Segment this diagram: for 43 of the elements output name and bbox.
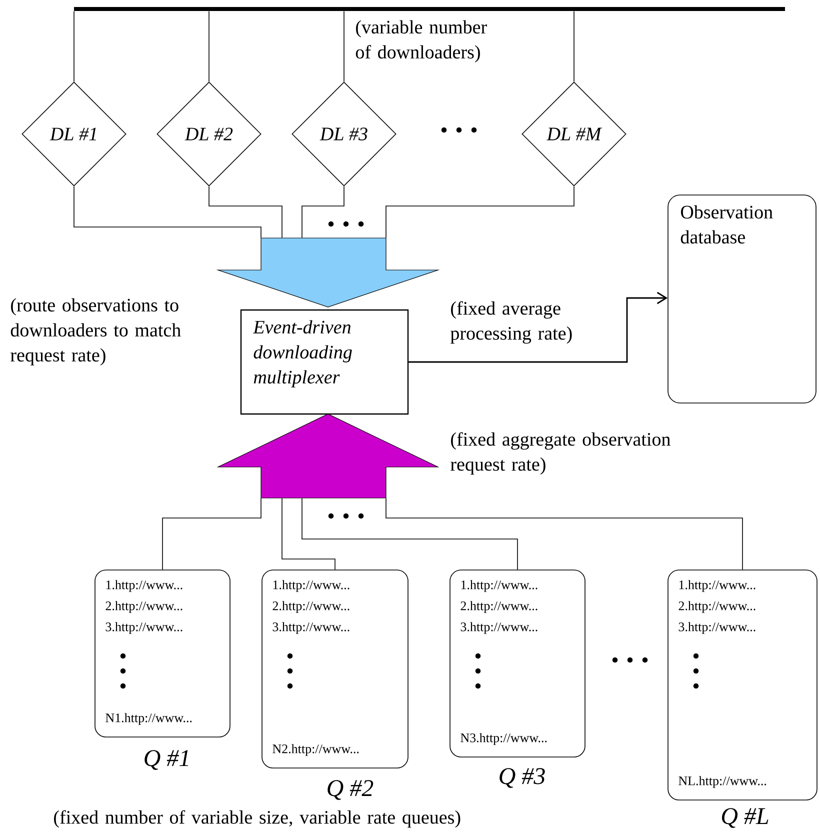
block-arrow bbox=[216, 414, 440, 498]
queue-box: 1.http://www... 2.http://www... 3.http://www... N2.http://www... bbox=[262, 570, 408, 768]
process-box: Event-driven downloading multiplexer bbox=[240, 309, 409, 415]
queue-label: Q #2 bbox=[328, 780, 374, 800]
node-label: 3.http://www... bbox=[272, 622, 350, 634]
node-label: 1.http://www... bbox=[273, 580, 350, 592]
note-text: (fixed number of variable size, variable rate queues) bbox=[54, 810, 460, 828]
connector bbox=[302, 186, 344, 238]
node-label: 1.http://www... bbox=[461, 580, 538, 592]
node-label: N3.http://www... bbox=[460, 733, 547, 745]
node-label: 3.http://www... bbox=[460, 622, 538, 634]
note-text: (variable number of downloaders) bbox=[356, 20, 487, 62]
node-label: 3.http://www... bbox=[106, 622, 182, 634]
queue-box: 1.http://www... 2.http://www... 3.http://www... N3.http://www... bbox=[450, 570, 586, 758]
node-label: 2.http://www... bbox=[678, 601, 756, 613]
node-label: N1.http://www... bbox=[106, 713, 192, 725]
node-label: 1.http://www... bbox=[679, 580, 756, 592]
queue-label: Q #L bbox=[722, 808, 768, 828]
connector bbox=[408, 292, 668, 363]
node-label: 3.http://www... bbox=[678, 622, 756, 634]
note-text: (fixed aggregate observation request rate) bbox=[450, 432, 670, 475]
edge-label: (fixed average processing rate) bbox=[450, 301, 572, 344]
connector bbox=[282, 498, 336, 570]
node-label: N2.http://www... bbox=[272, 744, 359, 756]
database-box: Observation database bbox=[668, 194, 816, 404]
connector bbox=[208, 186, 282, 238]
node-label: 2.http://www... bbox=[106, 601, 182, 613]
connector bbox=[386, 498, 743, 570]
queue-label: Q #3 bbox=[500, 768, 545, 788]
connector bbox=[162, 498, 262, 570]
node-label: NL.http://www... bbox=[678, 776, 766, 788]
connector bbox=[386, 186, 574, 238]
note-text: (route observations to downloaders to match request rate) bbox=[10, 298, 181, 366]
queue-label: Q #1 bbox=[144, 750, 188, 770]
node-label: 2.http://www... bbox=[460, 601, 538, 613]
queue-box: 1.http://www... 2.http://www... 3.http://www... N1.http://www... bbox=[94, 570, 230, 738]
node-label: 2.http://www... bbox=[272, 601, 350, 613]
connector bbox=[208, 10, 210, 82]
connector bbox=[74, 186, 262, 238]
node-label: 1.http://www... bbox=[106, 580, 182, 592]
block-arrow bbox=[216, 238, 440, 308]
queue-box: 1.http://www... 2.http://www... 3.http://www... NL.http://www... bbox=[668, 570, 818, 800]
connector bbox=[302, 498, 518, 570]
